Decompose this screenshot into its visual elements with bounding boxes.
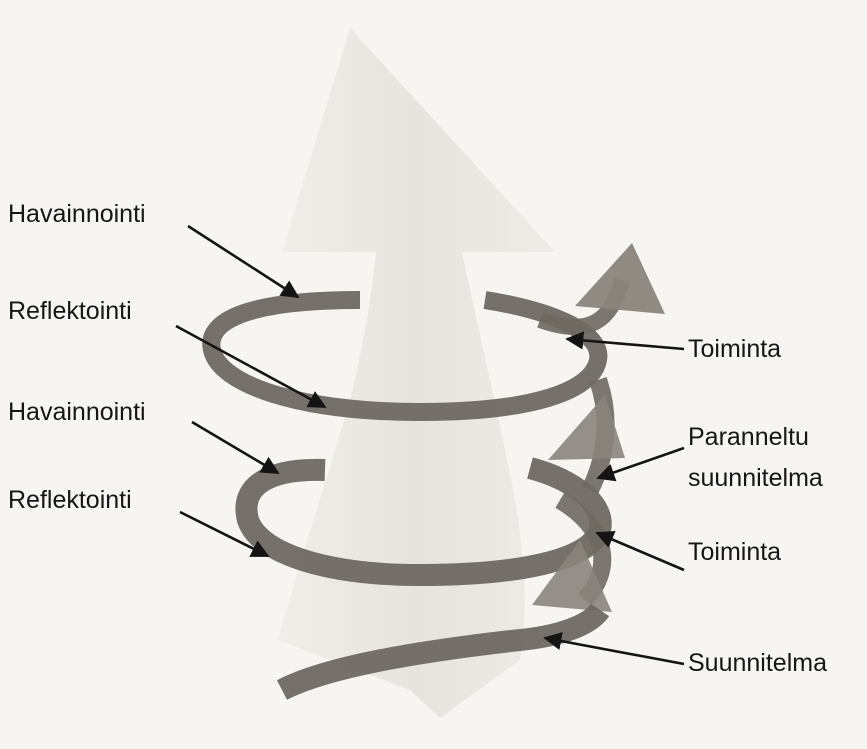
upper-arrowhead — [575, 243, 665, 314]
label-suunnitelma: Suunnitelma — [688, 649, 827, 677]
label-toiminta-1: Toiminta — [688, 335, 781, 363]
label-paranneltu: Paranneltu — [688, 423, 809, 451]
big-upward-arrow — [278, 28, 555, 718]
label-havainnointi-2: Havainnointi — [8, 398, 146, 426]
label-reflektointi-1: Reflektointi — [8, 297, 132, 325]
label-toiminta-2: Toiminta — [688, 538, 781, 566]
pointer-suunnitelma — [545, 638, 684, 664]
label-reflektointi-2: Reflektointi — [8, 486, 132, 514]
pointer-havainnointi-1 — [188, 226, 298, 297]
middle-arrowhead — [548, 395, 625, 460]
label-suunnitelma-improved: suunnitelma — [688, 464, 823, 492]
pointer-havainnointi-2 — [192, 422, 278, 473]
label-havainnointi-1: Havainnointi — [8, 200, 146, 228]
